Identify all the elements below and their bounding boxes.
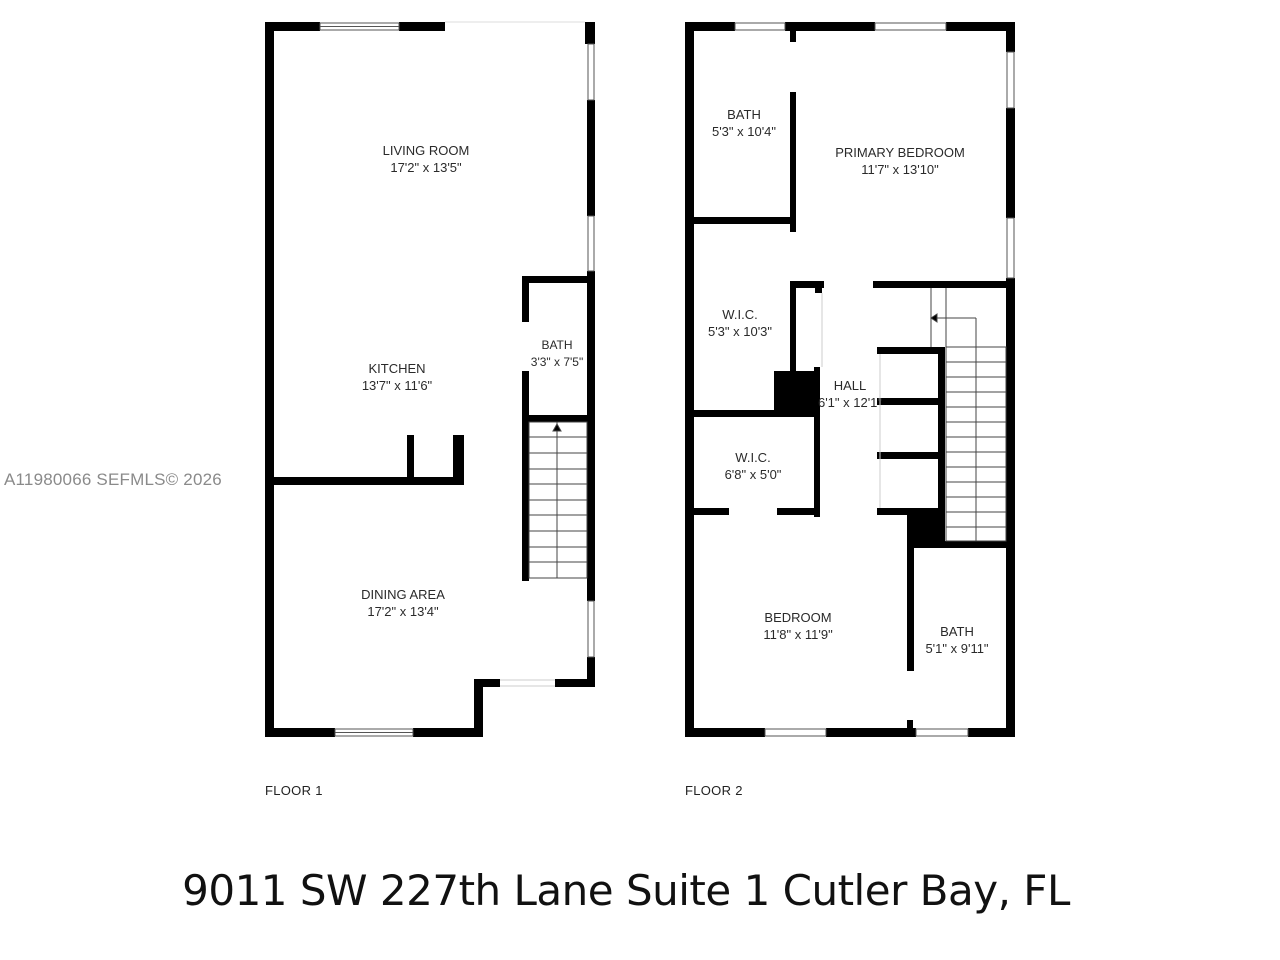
floor-1-stairs — [528, 421, 588, 579]
room-name: W.I.C. — [722, 307, 758, 322]
room-dims: 6'8" x 5'0" — [724, 467, 782, 482]
room-dims: 17'2" x 13'5" — [390, 160, 462, 175]
room-dims: 11'8" x 11'9" — [763, 627, 833, 642]
floor-1-label: FLOOR 1 — [265, 783, 323, 798]
room-dims: 5'3" x 10'3" — [707, 324, 773, 339]
room-hall: HALL 6'1" x 12'1" — [818, 377, 882, 411]
room-wic-1: W.I.C. 5'3" x 10'3" — [708, 306, 772, 340]
room-name: LIVING ROOM — [382, 143, 470, 158]
room-wic-2: W.I.C. 6'8" x 5'0" — [725, 449, 782, 483]
room-dims: 13'7" x 11'6" — [361, 378, 433, 393]
room-name: BATH — [940, 624, 974, 639]
room-name: BATH — [541, 338, 573, 352]
room-name: HALL — [833, 378, 867, 393]
room-name: KITCHEN — [368, 361, 426, 376]
room-bath-floor-2: BATH 5'1" x 9'11" — [925, 623, 988, 657]
floor-2-plan — [685, 22, 1015, 737]
room-name: BEDROOM — [764, 610, 832, 625]
room-name: BATH — [727, 107, 761, 122]
room-name: W.I.C. — [735, 450, 771, 465]
room-name: DINING AREA — [361, 587, 445, 602]
room-dining-area: DINING AREA 17'2" x 13'4" — [361, 586, 445, 620]
room-dims: 6'1" x 12'1" — [817, 395, 883, 410]
room-bedroom: BEDROOM 11'8" x 11'9" — [763, 609, 832, 643]
room-dims: 5'1" x 9'11" — [925, 641, 989, 656]
room-living-room: LIVING ROOM 17'2" x 13'5" — [383, 142, 470, 176]
room-dims: 11'7" x 13'10" — [861, 162, 939, 177]
floor-2-stairs — [930, 288, 1007, 542]
floor-1-windows — [319, 21, 595, 737]
room-dims: 17'2" x 13'4" — [367, 604, 439, 619]
floor-2-label: FLOOR 2 — [685, 783, 743, 798]
mls-watermark: A11980066 SEFMLS© 2026 — [4, 470, 222, 489]
room-dims: 5'3" x 10'4" — [711, 124, 777, 139]
floor-1-plan — [265, 22, 595, 737]
room-bath-primary: BATH 5'3" x 10'4" — [712, 106, 776, 140]
room-bath-floor-1: BATH 3'3" x 7'5" — [531, 337, 583, 371]
room-kitchen: KITCHEN 13'7" x 11'6" — [362, 360, 432, 394]
property-address: 9011 SW 227th Lane Suite 1 Cutler Bay, F… — [182, 866, 1070, 915]
room-primary-bedroom: PRIMARY BEDROOM 11'7" x 13'10" — [835, 144, 965, 178]
room-name: PRIMARY BEDROOM — [835, 145, 965, 160]
floor-2-windows — [734, 22, 1015, 737]
room-dims: 3'3" x 7'5" — [530, 355, 584, 369]
